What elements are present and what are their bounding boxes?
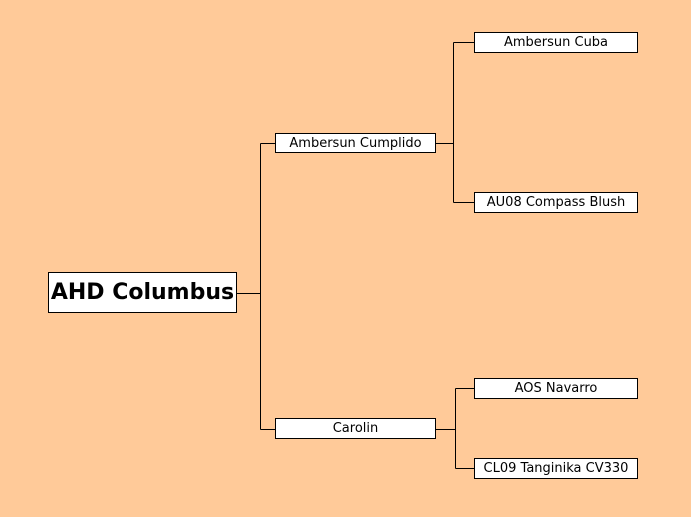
connector-root-to-parents: [237, 143, 275, 430]
connector-dam-to-grandparents: [436, 388, 474, 469]
paternal-granddam-name: AU08 Compass Blush: [486, 195, 626, 210]
paternal-grandsire-box[interactable]: Ambersun Cuba: [474, 32, 638, 53]
maternal-granddam-box[interactable]: CL09 Tanginika CV330: [474, 458, 638, 479]
paternal-grandsire-name: Ambersun Cuba: [503, 35, 609, 50]
maternal-grandsire-box[interactable]: AOS Navarro: [474, 378, 638, 399]
dam-box[interactable]: Carolin: [275, 418, 436, 439]
dam-name: Carolin: [332, 421, 379, 436]
sire-name: Ambersun Cumplido: [289, 135, 422, 151]
connector-sire-to-grandparents: [436, 42, 474, 203]
paternal-granddam-box[interactable]: AU08 Compass Blush: [474, 192, 638, 213]
root-animal-box[interactable]: AHD Columbus: [48, 272, 237, 313]
root-animal-name: AHD Columbus: [50, 280, 235, 305]
maternal-granddam-name: CL09 Tanginika CV330: [483, 461, 629, 476]
sire-box[interactable]: Ambersun Cumplido: [275, 133, 436, 153]
maternal-grandsire-name: AOS Navarro: [514, 381, 598, 396]
